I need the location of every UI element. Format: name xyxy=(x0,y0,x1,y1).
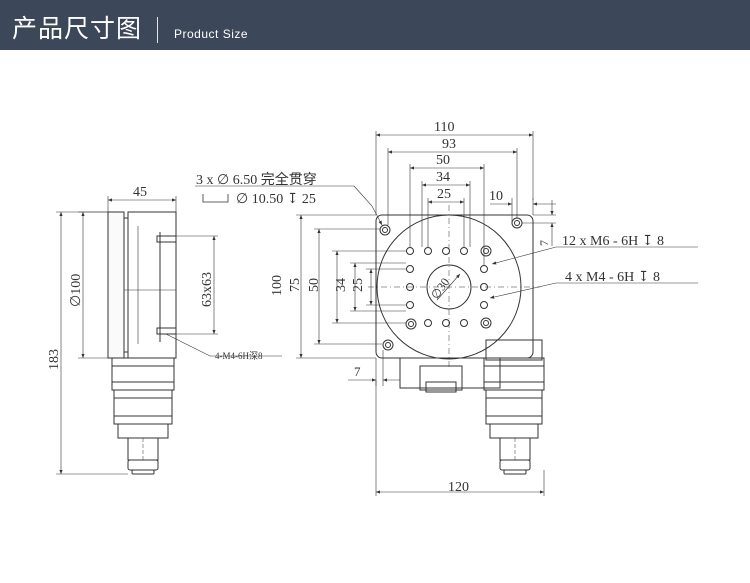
dim-offset-7-bottom: 7 xyxy=(354,364,361,379)
dim-height-100: 100 xyxy=(270,275,285,296)
dim-offset-7-right: 7 xyxy=(537,240,551,246)
dim-width-110: 110 xyxy=(434,120,454,135)
dim-side-dia100: ∅100 xyxy=(69,274,84,307)
dim-height-50: 50 xyxy=(307,278,322,292)
header-divider xyxy=(157,17,158,43)
dim-height-75: 75 xyxy=(288,278,303,292)
counterbore-callout: ∅ 10.50 ↧ 25 xyxy=(236,192,316,207)
dim-side-183: 183 xyxy=(47,349,62,370)
dim-height-34: 34 xyxy=(334,278,349,292)
dim-offset-10: 10 xyxy=(489,189,503,204)
dim-side-63x63: 63x63 xyxy=(200,272,215,307)
dim-side-45: 45 xyxy=(133,185,147,200)
m6-holes-callout: 12 x M6 - 6H ↧ 8 xyxy=(562,234,664,249)
dim-width-34: 34 xyxy=(436,170,450,185)
dim-height-25: 25 xyxy=(351,278,366,292)
side-view xyxy=(56,196,282,475)
front-view xyxy=(195,131,698,496)
page-subtitle: Product Size xyxy=(174,27,249,41)
header-bar: 产品尺寸图 Product Size xyxy=(0,0,750,50)
page-title: 产品尺寸图 xyxy=(12,14,143,43)
thru-holes-callout: 3 x ∅ 6.50 完全贯穿 xyxy=(196,171,317,188)
dim-width-50: 50 xyxy=(436,153,450,168)
dim-center-dia30: ∅30 xyxy=(428,275,452,301)
dim-width-93: 93 xyxy=(442,137,456,152)
m4-holes-callout: 4 x M4 - 6H ↧ 8 xyxy=(565,270,660,285)
side-m4-callout: 4-M4-6H深8 xyxy=(215,351,263,361)
dim-width-25: 25 xyxy=(437,187,451,202)
counterbore-icon xyxy=(202,194,229,203)
dim-base-120: 120 xyxy=(448,480,469,495)
